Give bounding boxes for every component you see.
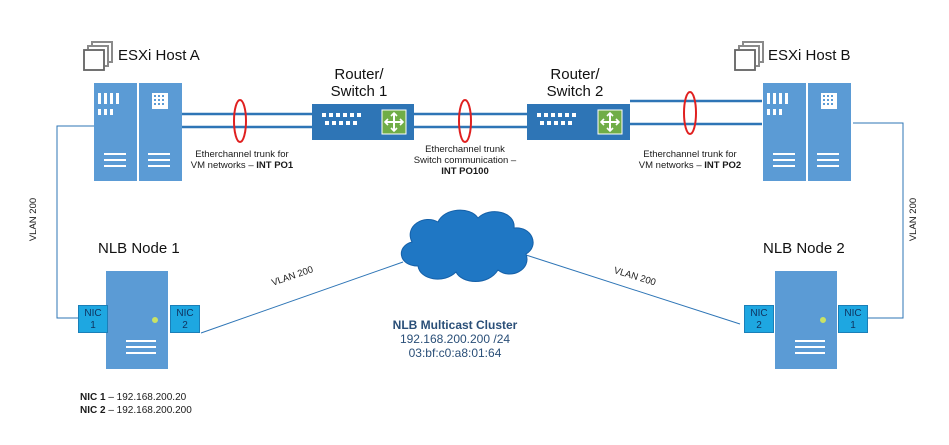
esxi-host-b-server-icon [763,83,851,181]
cluster-mac: 03:bf:c0:a8:01:64 [408,346,502,360]
switch-1-label-line1: Router/ [334,66,384,83]
node1-nic1-num: 1 [90,320,96,331]
node2-nic1-num: 1 [850,320,856,331]
trunk-a-port: INT PO1 [256,159,294,171]
switch-1-label: Router/ Switch 1 [304,66,414,101]
trunk-a-label: Etherchannel trunk for VM networks – INT… [172,149,312,172]
nic-note-1-value: – 192.168.200.20 [105,392,187,403]
etherchannel-ring-3 [683,91,697,135]
trunk-mid-line2: Switch communication – [413,154,517,166]
host-a-label: ESXi Host A [118,47,200,64]
trunk-b-port: INT PO2 [704,159,742,171]
trunk-a-line2: VM networks – INT PO1 [172,159,312,172]
vmware-logo-icon [83,41,113,71]
vlan-left-label: VLAN 200 [28,197,40,242]
switch-1-icon [312,104,414,140]
switch-2-icon [527,104,630,140]
nic-note-1-label: NIC 1 [80,392,106,403]
vlan-link-node1-cloud [200,261,404,334]
nic-note-2-value: – 192.168.200.200 [105,405,192,416]
vlan-link-right [853,122,904,319]
node1-nic1-text: NIC [84,308,102,319]
cluster-ip: 192.168.200.200 /24 [399,332,511,346]
nlb-node-1-server-icon [106,271,168,369]
vlan-right-label: VLAN 200 [908,197,920,242]
vlan-link-cloud-node2 [525,254,741,325]
trunk-b-label: Etherchannel trunk for VM networks – INT… [620,149,760,172]
trunk-b-line1: Etherchannel trunk for [643,149,737,160]
switch-2-label: Router/ Switch 2 [520,66,630,101]
host-b-label: ESXi Host B [768,47,851,64]
switch-2-label-line1: Router/ [550,66,600,83]
node1-nic2-num: 2 [182,320,188,331]
node2-nic2-text: NIC [750,308,768,319]
nlb-node-2-server-icon [775,271,837,369]
nlb-node-2-label: NLB Node 2 [763,240,845,257]
etherchannel-ring-2 [458,99,472,143]
trunk-a-line1: Etherchannel trunk for [195,149,289,160]
node2-nic2-num: 2 [756,320,762,331]
cloud-icon [401,209,534,282]
trunk-b-line2: VM networks – INT PO2 [620,159,760,172]
nlb-node-1-label: NLB Node 1 [98,240,180,257]
vlan-link-left [56,125,94,319]
trunk-mid-label: Etherchannel trunk Switch communication … [395,144,535,178]
nic-note-1: NIC 1 – 192.168.200.20 [80,392,186,403]
cluster-title: NLB Multicast Cluster [392,318,518,332]
switch-1-label-line2: Switch 1 [330,83,388,101]
nic-note-2-label: NIC 2 [80,405,106,416]
esxi-host-a-server-icon [94,83,182,181]
trunk-b-line2-text: VM networks – [638,159,705,171]
trunk-a-line2-text: VM networks – [190,159,257,171]
vmware-logo-icon [734,41,764,71]
etherchannel-ring-1 [233,99,247,143]
nic-note-2: NIC 2 – 192.168.200.200 [80,405,192,416]
switch-2-label-line2: Switch 2 [546,83,604,101]
node1-nic2-text: NIC [176,308,194,319]
cluster-info: NLB Multicast Cluster 192.168.200.200 /2… [365,318,545,360]
node2-nic1-text: NIC [844,308,862,319]
trunk-mid-line1: Etherchannel trunk [425,144,505,155]
trunk-mid-port: INT PO100 [441,165,489,177]
